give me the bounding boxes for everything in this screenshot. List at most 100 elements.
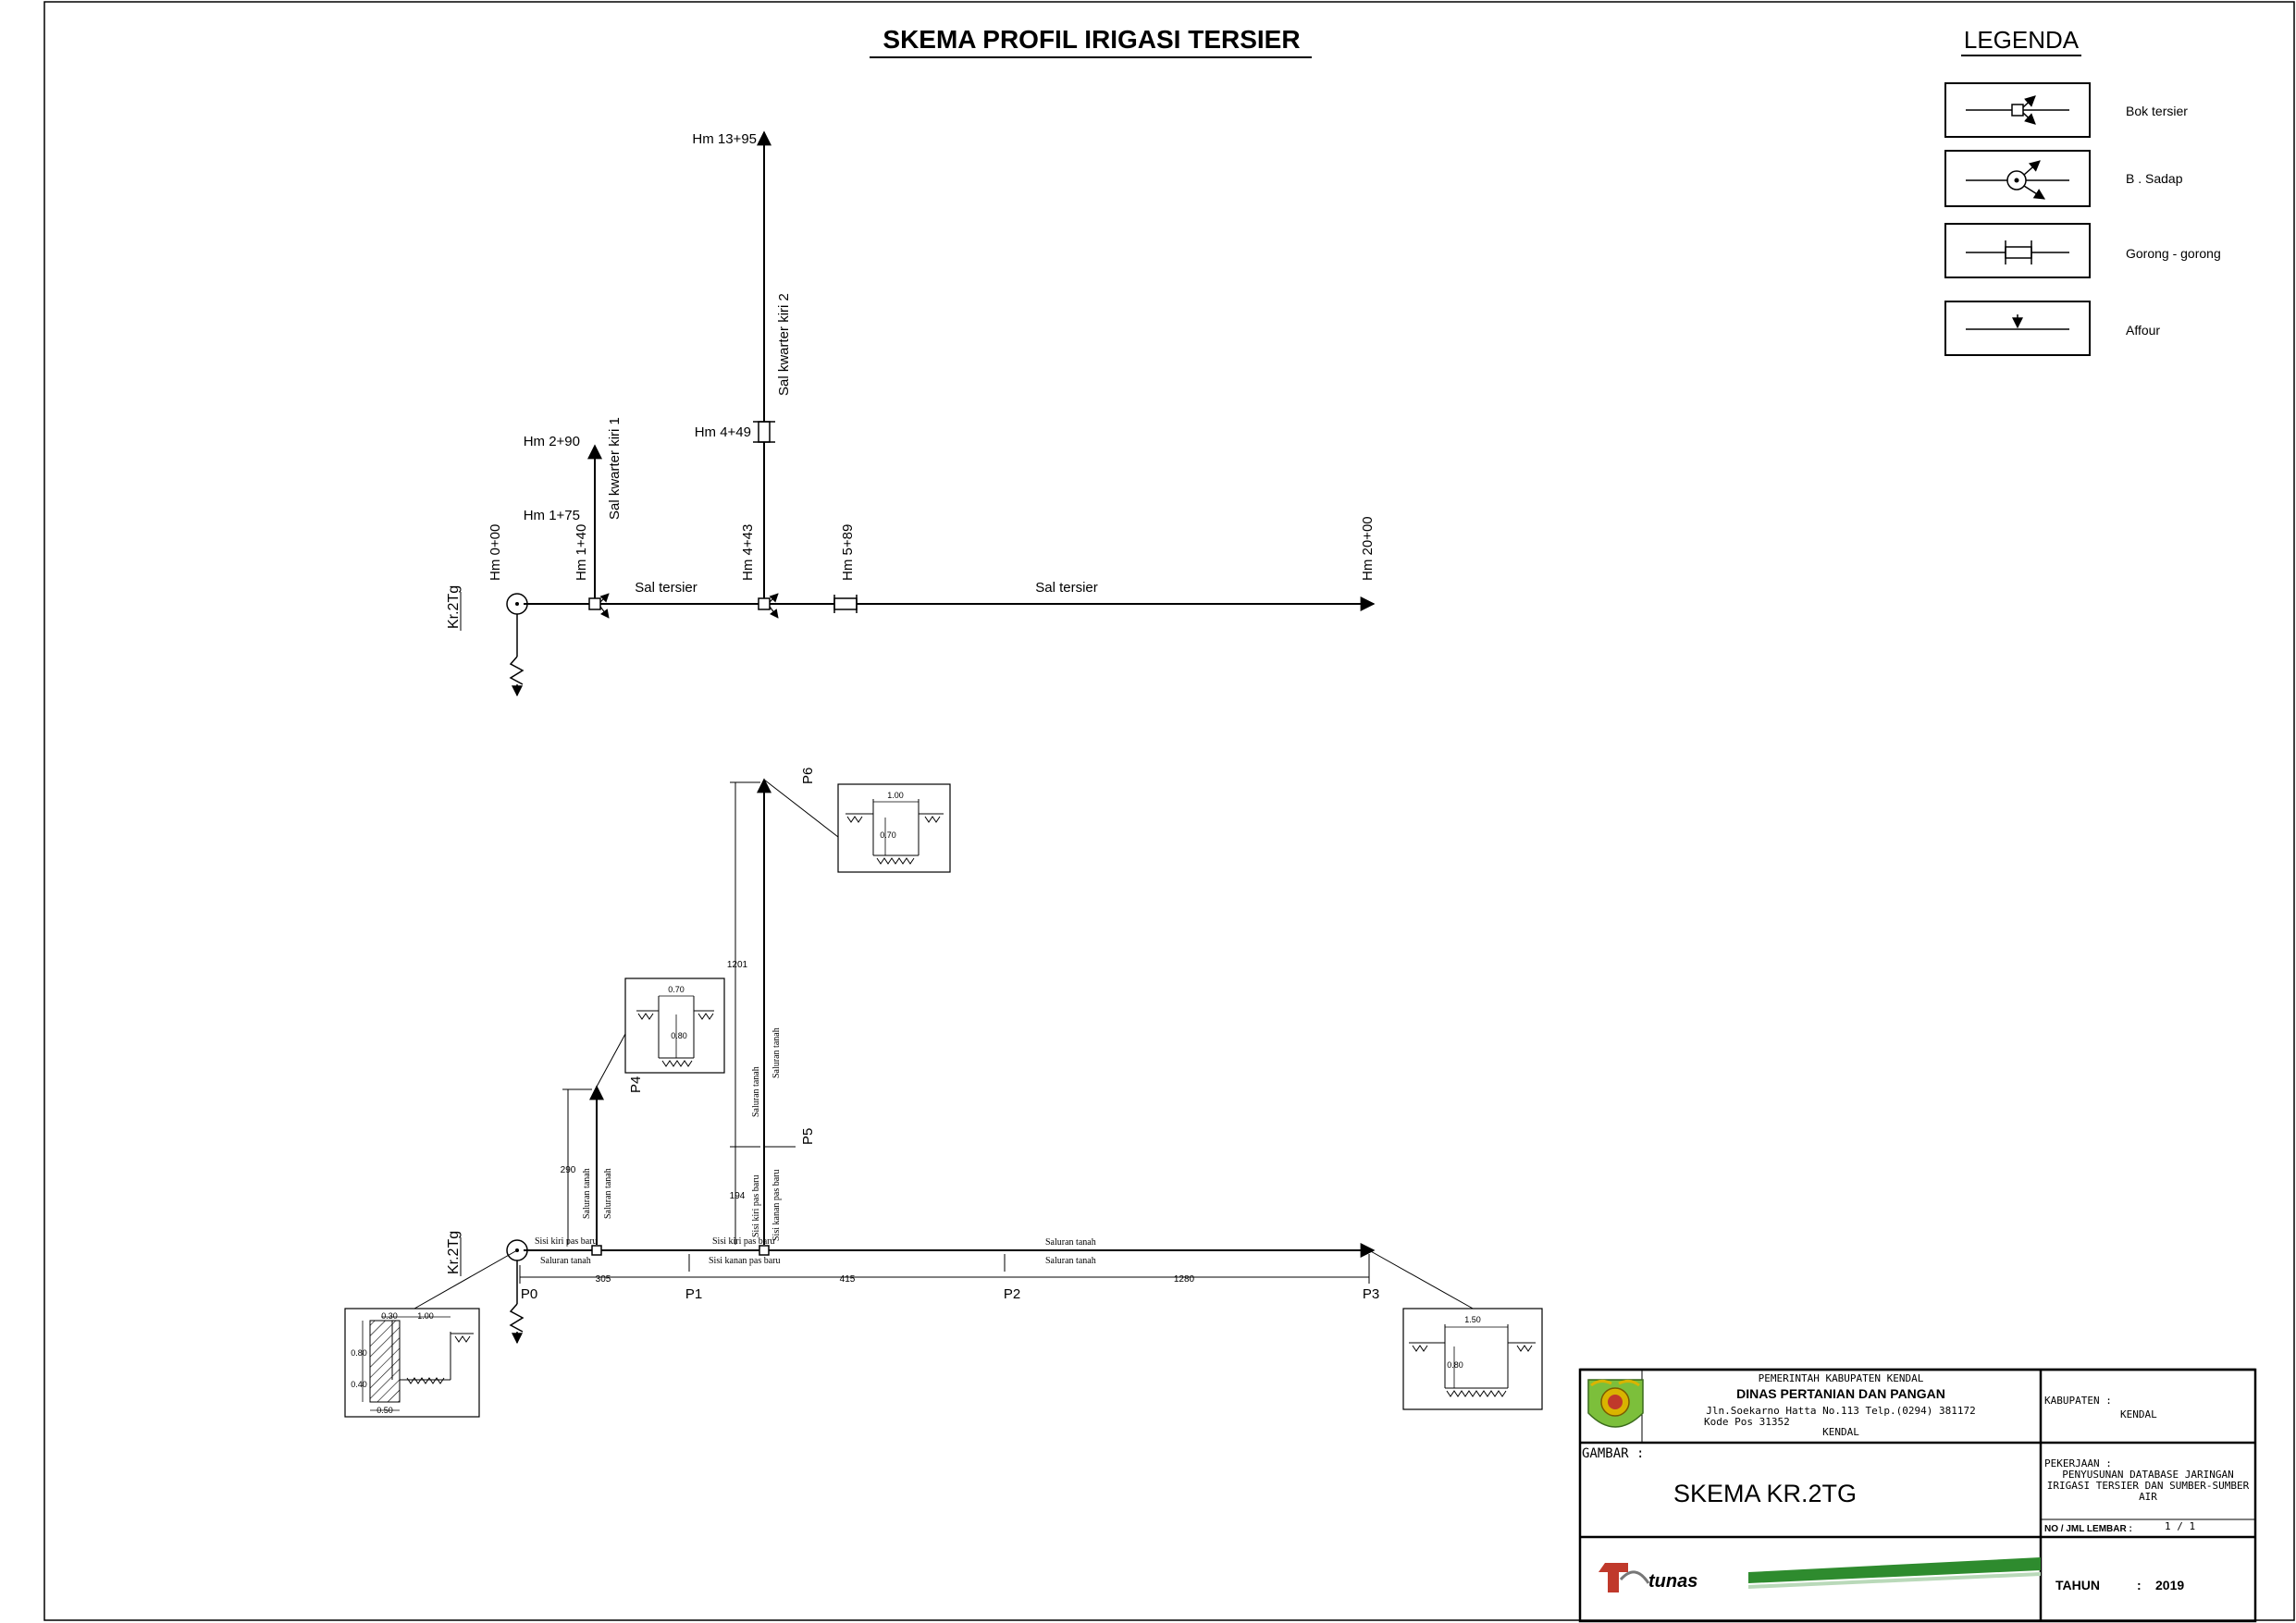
agency-line-3: Jln.Soekarno Hatta No.113 Telp.(0294) 38…: [1706, 1405, 1975, 1417]
dist-p4: 290: [561, 1165, 576, 1175]
section-p4-width: 0.70: [668, 985, 685, 994]
section-p3-depth: 0.80: [1447, 1360, 1463, 1370]
label-v194-left: Sisi kiri pas baru: [751, 1175, 761, 1238]
legend-label-affour: Affour: [2126, 323, 2160, 338]
gorong-gorong-branch-icon: [753, 421, 775, 443]
source-label: Kr.2Tg: [446, 585, 462, 629]
dist-1201: 1201: [727, 960, 748, 970]
gorong-gorong-symbol-icon: [1944, 223, 2091, 278]
tahun-label: TAHUN: [2055, 1578, 2100, 1592]
profile-diagram: Kr.2Tg 305 415 1280 P0 P1 P2 P3 Sisi kir…: [344, 768, 1543, 1418]
tunas-brand-logo: tunas: [1599, 1557, 2041, 1592]
sheet-border: [43, 1, 2295, 1621]
source-intake-icon: [506, 593, 528, 697]
station-hm1395: Hm 13+95: [692, 131, 757, 147]
cross-section-p0: 0.30 1.00 0.80 0.40 0.50: [344, 1308, 480, 1418]
agency-line-5: KENDAL: [1822, 1426, 1859, 1438]
station-hm443: Hm 4+43: [740, 524, 756, 581]
pekerjaan-line-2: IRIGASI TERSIER DAN SUMBER-SUMBER: [2047, 1480, 2250, 1492]
legend: LEGENDA Bok tersier B . Sadap G: [1944, 26, 2221, 356]
label-sisi-kiri-2: Sisi kiri pas baru: [712, 1236, 775, 1247]
kendal-regency-logo-icon: [1587, 1379, 1644, 1428]
label-saluran-tanah-2: Saluran tanah: [1045, 1237, 1096, 1248]
gorong-gorong-main-icon: [833, 595, 858, 613]
dist-p1-p2: 415: [840, 1274, 856, 1285]
point-p2: P2: [1004, 1286, 1020, 1302]
kabupaten-value: KENDAL: [2120, 1408, 2157, 1420]
pekerjaan-label: PEKERJAAN :: [2044, 1457, 2112, 1469]
agency-line-1: PEMERINTAH KABUPATEN KENDAL: [1759, 1372, 1924, 1384]
cross-section-p3: 1.50 0.80: [1402, 1308, 1543, 1410]
bok-tersier-symbol-icon: [1944, 82, 2091, 138]
point-p0: P0: [521, 1286, 537, 1302]
agency-line-2: DINAS PERTANIAN DAN PANGAN: [1736, 1386, 1945, 1401]
point-p6: P6: [800, 768, 816, 784]
point-p5: P5: [800, 1128, 816, 1145]
station-hm0: Hm 0+00: [488, 524, 503, 581]
bok-tersier-1-icon: [588, 593, 610, 619]
agency-line-4: Kode Pos 31352: [1704, 1416, 1790, 1428]
cross-section-p4: 0.70 0.80: [624, 977, 725, 1074]
label-p4-right: Saluran tanah: [603, 1168, 613, 1219]
section-p6-width: 1.00: [887, 791, 904, 800]
affour-symbol-icon: [1944, 301, 2091, 356]
station-hm589: Hm 5+89: [840, 524, 856, 581]
bok-tersier-2-icon: [758, 593, 779, 619]
leader-p3: [1368, 1249, 1475, 1310]
station-hm449: Hm 4+49: [695, 424, 751, 440]
branch-2-label: Sal kwarter kiri 2: [776, 293, 792, 396]
section-p3-width: 1.50: [1464, 1315, 1481, 1324]
leader-p0: [414, 1249, 518, 1309]
station-hm140: Hm 1+40: [574, 524, 589, 581]
kabupaten-label: KABUPATEN :: [2044, 1395, 2112, 1407]
label-saluran-tanah-1: Saluran tanah: [540, 1256, 591, 1266]
profile-source-label: Kr.2Tg: [446, 1231, 462, 1274]
main-channel-label-1: Sal tersier: [635, 580, 697, 596]
legend-label-b-sadap: B . Sadap: [2126, 171, 2183, 186]
station-hm2000: Hm 20+00: [1360, 516, 1376, 581]
dist-p2-p3: 1280: [1174, 1274, 1195, 1285]
label-p5-right: Saluran tanah: [772, 1027, 782, 1078]
title-block: PEMERINTAH KABUPATEN KENDAL DINAS PERTAN…: [1578, 1368, 2257, 1623]
point-p3: P3: [1363, 1286, 1379, 1302]
label-v194-right: Sisi kanan pas baru: [772, 1170, 782, 1242]
legend-label-bok-tersier: Bok tersier: [2126, 104, 2188, 118]
point-p1: P1: [685, 1286, 702, 1302]
section-p6-depth: 0.70: [880, 830, 896, 840]
station-hm290: Hm 2+90: [524, 434, 580, 449]
drawing-title: SKEMA PROFIL IRIGASI TERSIER: [883, 25, 1300, 54]
point-p4: P4: [628, 1076, 644, 1093]
label-sisi-kiri-1: Sisi kiri pas baru: [535, 1236, 598, 1247]
section-p0-width: 1.00: [417, 1311, 434, 1321]
dist-p0-p1: 305: [596, 1274, 611, 1285]
section-p0-bottom: 0.50: [376, 1406, 393, 1415]
brand-name: tunas: [1648, 1571, 1697, 1592]
cross-section-p6: 1.00 0.70: [837, 783, 951, 873]
station-hm175: Hm 1+75: [524, 508, 580, 523]
gambar-value: SKEMA KR.2TG: [1673, 1480, 1857, 1507]
legend-label-gorong-gorong: Gorong - gorong: [2126, 246, 2221, 261]
section-p0-h1: 0.80: [351, 1348, 367, 1358]
section-p0-top: 0.30: [381, 1311, 398, 1321]
legend-heading: LEGENDA: [1964, 26, 2080, 54]
label-sisi-kanan-1: Sisi kanan pas baru: [709, 1256, 781, 1266]
section-p0-h2: 0.40: [351, 1380, 367, 1389]
pekerjaan-line-1: PENYUSUNAN DATABASE JARINGAN: [2062, 1469, 2233, 1481]
lembar-value: 1 / 1: [2165, 1520, 2195, 1532]
tahun-value: 2019: [2155, 1578, 2184, 1592]
profile-bok-1-icon: [591, 1245, 602, 1256]
label-p5-left: Saluran tanah: [751, 1066, 761, 1117]
pekerjaan-line-3: AIR: [2139, 1491, 2157, 1503]
leader-p6: [763, 779, 839, 838]
label-p4-left: Saluran tanah: [582, 1168, 592, 1219]
schema-diagram: Kr.2Tg Hm 0+00 Hm 1+40 Hm 4+43 Hm 5+89 H…: [446, 130, 1376, 697]
dist-194: 194: [730, 1191, 746, 1201]
tahun-separator: :: [2137, 1578, 2142, 1592]
section-p4-depth: 0.80: [671, 1031, 687, 1040]
profile-bok-2-icon: [759, 1245, 770, 1256]
branch-1-label: Sal kwarter kiri 1: [607, 417, 623, 520]
gambar-label: GAMBAR :: [1582, 1446, 1644, 1461]
leader-p4: [596, 1033, 626, 1088]
main-channel-label-2: Sal tersier: [1035, 580, 1098, 596]
